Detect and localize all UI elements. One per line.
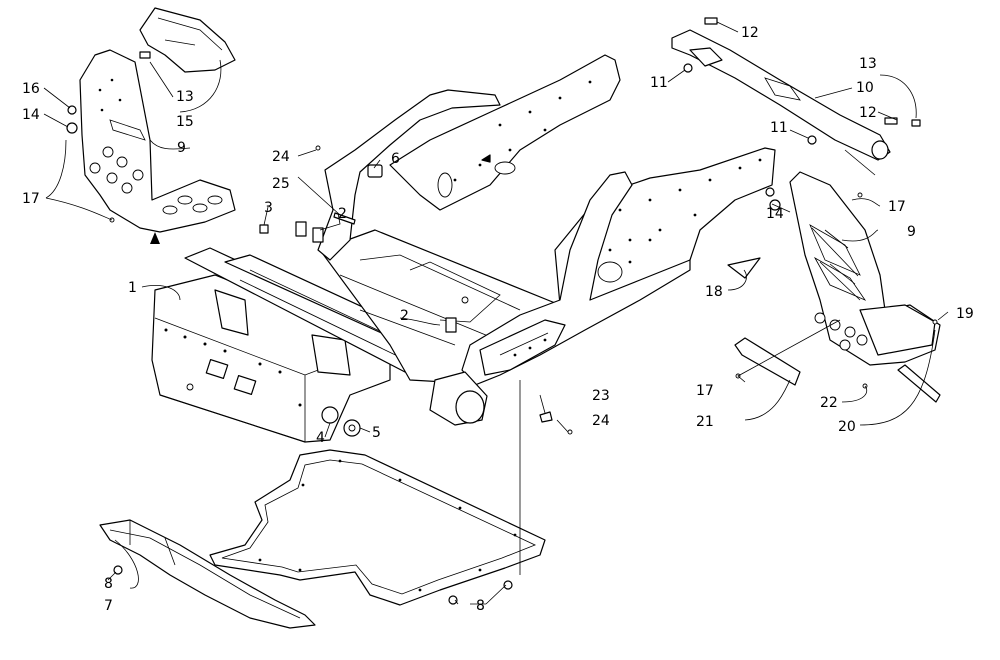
right-footrest [789, 171, 941, 366]
belly-pan [209, 449, 546, 606]
callout-23: 23 [592, 388, 610, 404]
callout-12-right: 12 [859, 105, 877, 121]
callout-3: 3 [264, 200, 273, 216]
callout-4: 4 [316, 430, 325, 446]
callout-19: 19 [956, 306, 974, 322]
callout-20: 20 [838, 419, 856, 435]
callout-14-left: 14 [22, 107, 40, 123]
callout-11-top: 11 [650, 75, 668, 91]
callout-24-upper: 24 [272, 149, 290, 165]
callout-9-right: 9 [907, 224, 916, 240]
callout-11-mid: 11 [770, 120, 788, 136]
callout-17-left: 17 [22, 191, 40, 207]
callout-12-top: 12 [741, 25, 759, 41]
callout-21: 21 [696, 414, 714, 430]
steering-shaft [671, 29, 891, 176]
left-footrest [79, 49, 236, 244]
callout-18: 18 [705, 284, 723, 300]
callout-24-lower: 24 [592, 413, 610, 429]
callout-13-right: 13 [859, 56, 877, 72]
callout-7: 7 [104, 598, 113, 614]
callout-22: 22 [820, 395, 838, 411]
callout-15: 15 [176, 114, 194, 130]
front-skid-bumper [99, 519, 316, 629]
callout-5: 5 [372, 425, 381, 441]
callout-10: 10 [856, 80, 874, 96]
callout-2-lower: 2 [400, 308, 409, 324]
callout-1: 1 [128, 280, 137, 296]
callout-17-right: 17 [888, 199, 906, 215]
callout-8-left: 8 [104, 576, 113, 592]
callout-13-left: 13 [176, 89, 194, 105]
callout-9-left: 9 [177, 140, 186, 156]
left-guard-bracket [139, 7, 236, 73]
callout-14-right: 14 [766, 206, 784, 222]
chassis-frame [151, 54, 776, 443]
callout-labels: 1 2 2 3 4 5 6 7 8 8 9 9 10 11 11 12 12 1… [22, 25, 974, 614]
callout-8-bottom: 8 [476, 598, 485, 614]
leader-lines [43, 21, 949, 605]
callout-16: 16 [22, 81, 40, 97]
callout-6: 6 [391, 151, 400, 167]
callout-17-lower: 17 [696, 383, 714, 399]
small-hardware [66, 17, 941, 605]
callout-2-upper: 2 [338, 206, 347, 222]
callout-25: 25 [272, 176, 290, 192]
